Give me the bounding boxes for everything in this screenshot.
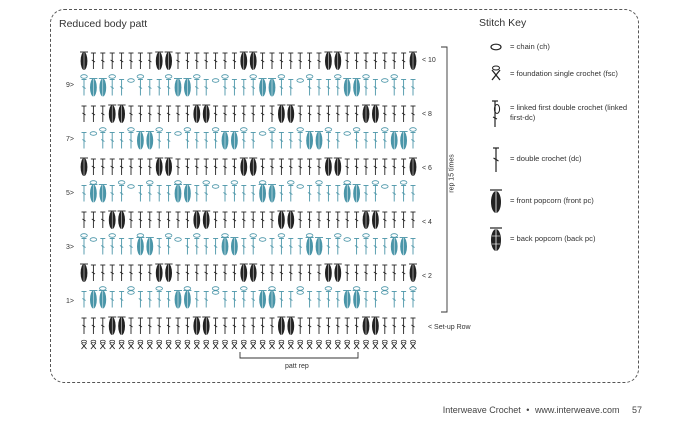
- row-label-2: < 2: [422, 273, 432, 280]
- footer-url: www.interweave.com: [534, 405, 620, 415]
- row-label-7: 7>: [66, 136, 74, 143]
- linked-first-dc-icon: [492, 100, 501, 127]
- stitch-key-title: Stitch Key: [479, 17, 527, 29]
- row-label-setup: < Set-up Row: [428, 324, 471, 331]
- dc-icon: [493, 147, 499, 172]
- front-popcorn-icon: [490, 189, 502, 213]
- chart-title: Reduced body patt: [59, 18, 148, 30]
- row-label-4: < 4: [422, 219, 432, 226]
- key-item-linked-first-dc: = linked first double crochet (linked fi…: [486, 96, 640, 130]
- foundation-sc-icon: [491, 65, 501, 81]
- key-item-back-pc: = back popcorn (back pc): [486, 224, 595, 254]
- key-item-dc: = double crochet (dc): [486, 144, 582, 174]
- key-label-linked-first-dc: = linked first double crochet (linked fi…: [510, 103, 628, 122]
- row-label-6: < 6: [422, 165, 432, 172]
- key-item-fsc: = foundation single crochet (fsc): [486, 59, 618, 89]
- key-label-dc: = double crochet (dc): [510, 154, 582, 163]
- footer-bullet: •: [526, 405, 530, 415]
- footer-brand: Interweave Crochet: [442, 405, 521, 415]
- key-item-front-pc: = front popcorn (front pc): [486, 186, 594, 216]
- row-label-9: 9>: [66, 82, 74, 89]
- key-label-fsc: = foundation single crochet (fsc): [510, 69, 618, 78]
- row-label-1: 1>: [66, 298, 74, 305]
- patt-rep-label: patt rep: [285, 363, 309, 370]
- row-label-5: 5>: [66, 190, 74, 197]
- key-label-back-pc: = back popcorn (back pc): [510, 234, 596, 243]
- key-item-chain: = chain (ch): [486, 32, 550, 62]
- repeat-label: rep 15 times: [448, 154, 456, 193]
- row-label-10: < 10: [422, 57, 436, 64]
- chain-icon: [490, 43, 502, 51]
- page-footer: Interweave Crochet • www.interweave.com …: [443, 405, 642, 415]
- key-label-front-pc: = front popcorn (front pc): [510, 196, 594, 205]
- key-label-chain: = chain (ch): [510, 42, 550, 51]
- back-popcorn-icon: [490, 227, 502, 251]
- row-label-8: < 8: [422, 111, 432, 118]
- footer-page-number: 57: [631, 405, 642, 415]
- row-label-3: 3>: [66, 244, 74, 251]
- diagram-frame: [50, 9, 639, 383]
